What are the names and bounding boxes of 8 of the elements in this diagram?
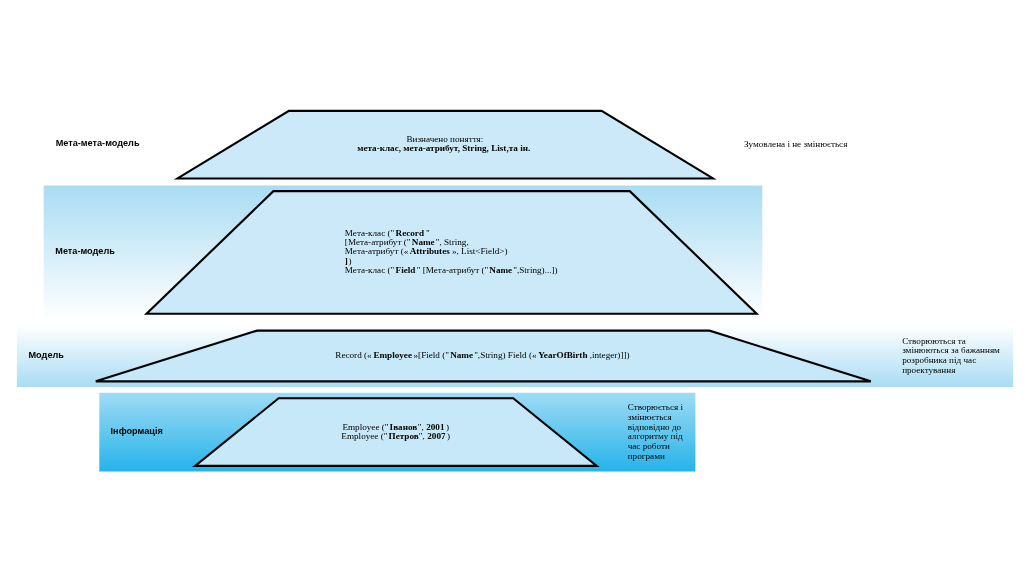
label: Мета-мета-модель: [55, 138, 140, 149]
label: Інформація: [110, 425, 163, 436]
cluster: [99, 392, 696, 472]
label: Створюється і змінюється відповідно до алгоритму під час роботи програми: [627, 401, 684, 462]
label: Мета-модель: [55, 246, 115, 257]
label: Зумовлена і не змінюється: [743, 139, 848, 150]
label: Створюються та змінюються за бажанням розробника під час проектування: [902, 335, 1000, 376]
label: Модель: [28, 349, 64, 360]
